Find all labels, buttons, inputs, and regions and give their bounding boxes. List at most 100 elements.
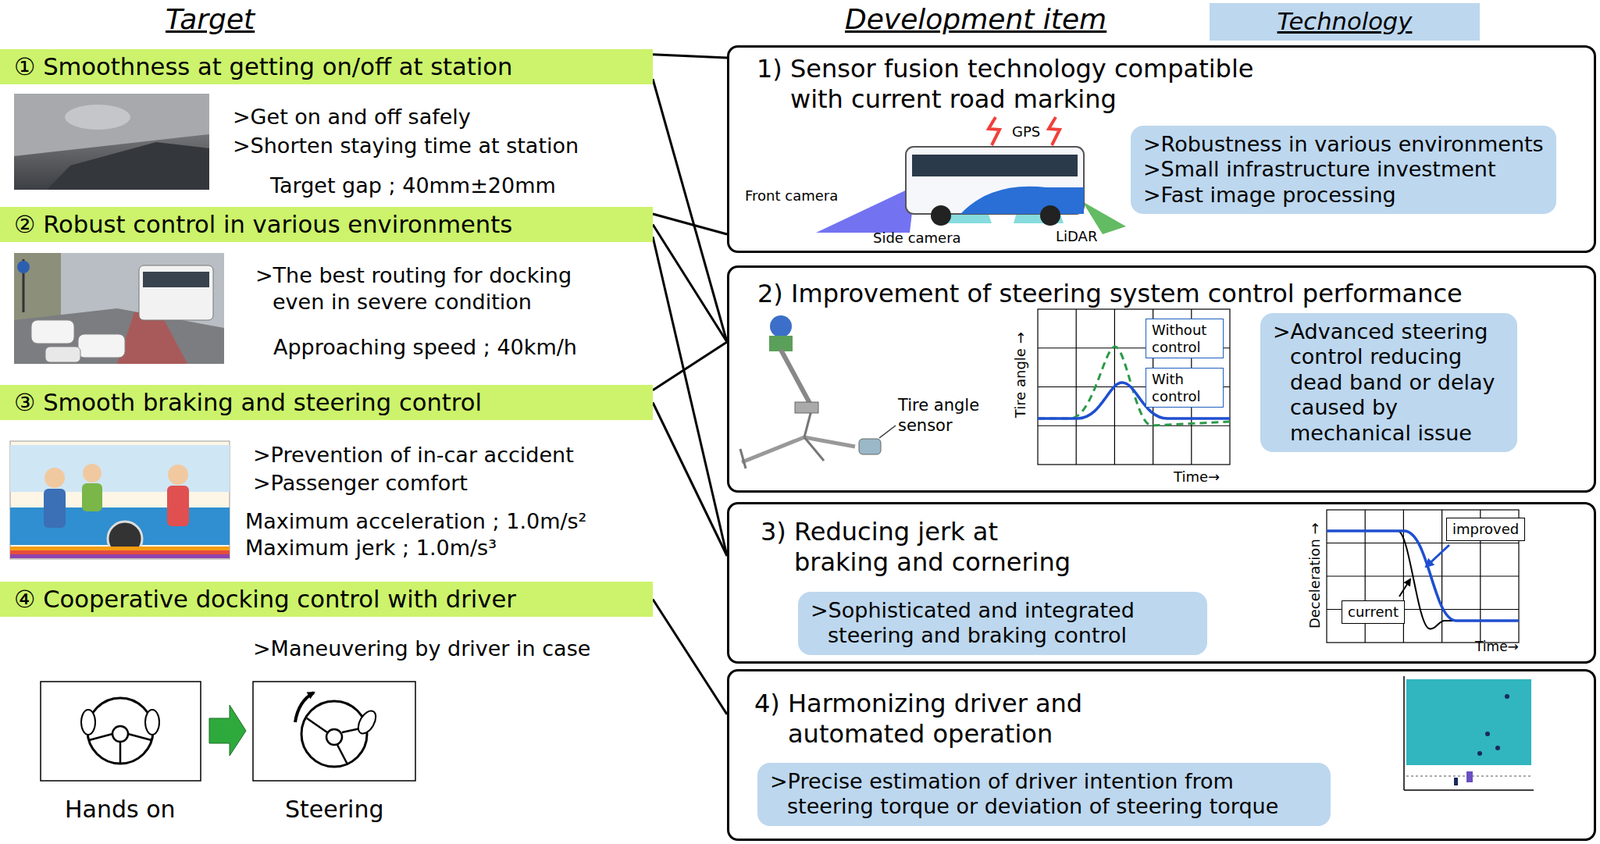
hand: [81, 709, 96, 735]
data-bar: [1453, 777, 1458, 786]
node-text: current: [1347, 603, 1399, 621]
development-box: 2) Improvement of steering system contro…: [726, 265, 1597, 493]
car: [78, 334, 125, 358]
steering-spokes: [306, 718, 364, 765]
bus-wheel: [1040, 205, 1061, 226]
passenger-body: [81, 483, 103, 512]
bus-wheel: [930, 205, 952, 226]
steering-motor: [769, 315, 792, 338]
chart-axis: [1404, 789, 1534, 792]
node-text: >Sophisticated and integrated steering a…: [810, 598, 1195, 649]
curve-callout: improved: [1446, 517, 1526, 542]
technology-box: >Advanced steering control reducing dead…: [1260, 313, 1518, 453]
column-heading: Target: [165, 1, 255, 37]
green-arrow: [209, 705, 246, 756]
curve-callout: With control: [1145, 367, 1224, 408]
node-text: >Advanced steering control reducing dead…: [1272, 319, 1505, 446]
steering-spokes: [89, 734, 152, 763]
car: [31, 320, 75, 344]
passenger-head: [167, 464, 189, 485]
bus-interior-illustration: [10, 441, 230, 560]
callout-arrow: [1425, 545, 1450, 567]
steering-wheel: [301, 701, 368, 767]
node-text: >Fast image processing: [1143, 182, 1544, 208]
target-band: ③ Smooth braking and steering control: [0, 384, 653, 421]
connector-line: [652, 402, 727, 557]
axis-label: Time→: [1173, 468, 1220, 487]
header-box: Technology: [1209, 3, 1480, 41]
sensor-label: Side camera: [873, 229, 962, 248]
steering-column: [780, 349, 813, 408]
development-box: 1) Sensor fusion technology compatible w…: [726, 45, 1597, 254]
target-value: Maximum jerk ; 1.0m/s³: [245, 534, 497, 562]
sensor-label: LiDAR: [1055, 228, 1098, 246]
steering-link: [740, 407, 824, 469]
connector-line: [652, 78, 727, 343]
passenger-head: [82, 463, 102, 483]
connector-line: [652, 599, 727, 716]
node-text: >Small infrastructure investment: [1143, 156, 1544, 182]
icon-frame: [40, 681, 201, 781]
steering-hub: [112, 726, 129, 742]
data-point: [1477, 751, 1483, 756]
station-photo: [14, 93, 210, 190]
curve-callout: Without control: [1145, 318, 1224, 359]
axis-label: Tire angle →: [1012, 331, 1030, 418]
bus-window: [912, 154, 1078, 177]
sensor-label: GPS: [1012, 123, 1041, 142]
development-box: 4) Harmonizing driver and automated oper…: [726, 669, 1597, 841]
node-text: improved: [1452, 520, 1519, 539]
target-value: Target gap ; 40mm±20mm: [270, 172, 556, 200]
icon-caption: Steering: [285, 794, 384, 825]
node-text: ③ Smooth braking and steering control: [0, 384, 653, 421]
leader-line: [879, 425, 896, 439]
target-value: Approaching speed ; 40km/h: [273, 334, 578, 361]
callout-arrow: [1399, 579, 1411, 597]
steering-joint: [794, 402, 819, 414]
node-text: ① Smoothness at getting on/off at statio…: [0, 49, 653, 85]
connector-line: [652, 236, 727, 556]
data-point: [1504, 694, 1510, 699]
passenger-body: [43, 488, 66, 528]
steering-hub: [326, 729, 343, 745]
target-band: ④ Cooperative docking control with drive…: [0, 581, 653, 617]
node-text: 3) Reducing jerk at braking and cornerin…: [760, 516, 1091, 578]
axis-label: Deceleration →: [1306, 522, 1325, 629]
chart-grid: [1037, 309, 1230, 465]
hand: [354, 708, 380, 738]
bus-body: [905, 146, 1084, 214]
bus-graphic: [960, 186, 1084, 214]
chart-axis: [1403, 676, 1405, 791]
chart-frame: [1037, 309, 1230, 465]
technology-box: >Sophisticated and integrated steering a…: [798, 591, 1208, 656]
node-text: With control: [1151, 370, 1218, 405]
technology-box: >Precise estimation of driver intention …: [757, 762, 1331, 827]
stripe: [10, 546, 230, 551]
chart-frame: [1326, 509, 1519, 643]
road-sign: [17, 260, 30, 274]
stripe: [10, 550, 230, 555]
connector-line: [652, 342, 727, 391]
chart-grid: [1326, 509, 1519, 643]
target-note: >Passenger comfort: [253, 470, 468, 497]
connector-line: [652, 54, 727, 58]
bus-window-band: [10, 445, 230, 492]
development-box: 3) Reducing jerk at braking and cornerin…: [726, 502, 1597, 664]
curve-current: [1326, 530, 1519, 629]
data-point: [1495, 745, 1501, 751]
steering-rack: [741, 437, 856, 463]
bus-window: [142, 271, 210, 288]
tire-angle-sensor: [858, 438, 881, 455]
gps-signal: [988, 117, 1000, 146]
bus-photo: [138, 265, 214, 321]
icon-caption: Hands on: [64, 794, 176, 825]
node-text: 4) Harmonizing driver and automated oper…: [754, 688, 1155, 750]
hand: [145, 709, 160, 735]
passenger-body: [167, 485, 189, 527]
target-note: >Maneuvering by driver in case: [253, 635, 591, 663]
node-text: ② Robust control in various environments: [0, 206, 653, 243]
node-text: ④ Cooperative docking control with drive…: [0, 581, 653, 617]
target-note: >The best routing for docking even in se…: [255, 262, 609, 316]
node-text: 1) Sensor fusion technology compatible w…: [756, 53, 1290, 115]
